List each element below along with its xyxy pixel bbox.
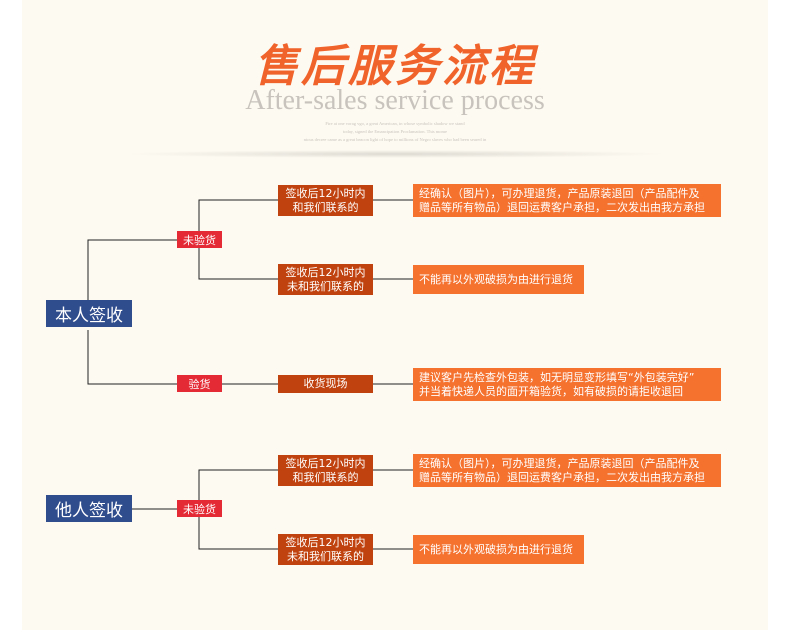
condition-line: 和我们联系的	[292, 200, 359, 214]
condition-within-12h: 签收后12小时内 和我们联系的	[278, 455, 373, 486]
result-line: 经确认（图片），可办理退货，产品原装退回（产品配件及	[419, 186, 700, 200]
result-line: 赠品等所有物品）退回运费客户承担，二次发出由我方承担	[419, 200, 705, 214]
result-line: 赠品等所有物品）退回运费客户承担，二次发出由我方承担	[419, 470, 705, 484]
result-inspect-package: 建议客户先检查外包装，如无明显变形填写“外包装完好” 并当着快递人员的面开箱验货…	[413, 368, 721, 401]
tag-not-inspected: 未验货	[177, 231, 222, 248]
result-no-return: 不能再以外观破损为由进行退货	[413, 535, 584, 564]
connector-line	[87, 239, 177, 313]
fineprint-line: ntous decree came as a great beacon ligh…	[303, 137, 487, 142]
condition-not-within-12h: 签收后12小时内 未和我们联系的	[278, 534, 373, 565]
result-line: 不能再以外观破损为由进行退货	[419, 272, 573, 286]
condition-line: 签收后12小时内	[285, 456, 366, 470]
result-line: 不能再以外观破损为由进行退货	[419, 542, 573, 556]
result-line: 建议客户先检查外包装，如无明显变形填写“外包装完好”	[419, 370, 695, 384]
condition-line: 签收后12小时内	[285, 535, 366, 549]
result-line: 经确认（图片），可办理退货，产品原装退回（产品配件及	[419, 456, 700, 470]
connector-line	[198, 199, 278, 240]
condition-not-within-12h: 签收后12小时内 未和我们联系的	[278, 264, 373, 295]
condition-line: 签收后12小时内	[285, 186, 366, 200]
result-return-accepted: 经确认（图片），可办理退货，产品原装退回（产品配件及 赠品等所有物品）退回运费客…	[413, 184, 721, 217]
condition-line: 签收后12小时内	[285, 265, 366, 279]
page-subtitle: After-sales service process	[245, 85, 545, 116]
decorative-fineprint: Fire at one vorag vgo, a great American,…	[22, 120, 768, 144]
tag-not-inspected: 未验货	[177, 500, 222, 517]
header-divider	[122, 150, 668, 158]
connector-line	[198, 240, 278, 280]
fineprint-line: Fire at one vorag vgo, a great American,…	[325, 121, 465, 126]
connector-line	[87, 330, 177, 385]
result-return-accepted: 经确认（图片），可办理退货，产品原装退回（产品配件及 赠品等所有物品）退回运费客…	[413, 454, 721, 487]
result-no-return: 不能再以外观破损为由进行退货	[413, 265, 584, 294]
condition-within-12h: 签收后12小时内 和我们联系的	[278, 185, 373, 216]
node-other-sign: 他人签收	[46, 495, 132, 522]
connector-line	[198, 469, 278, 509]
condition-line: 和我们联系的	[292, 470, 359, 484]
page-title: 售后服务流程	[254, 41, 536, 92]
fineprint-line: today, signed the Emancipation Proclamat…	[342, 129, 448, 134]
tag-inspected: 验货	[177, 375, 222, 392]
result-line: 并当着快递人员的面开箱验货，如有破损的请拒收退回	[419, 384, 683, 398]
after-sales-process-page: 售后服务流程 After-sales service process Fire …	[22, 0, 768, 630]
connector-lines	[87, 199, 413, 550]
connector-line	[198, 509, 278, 550]
condition-on-site: 收货现场	[278, 375, 373, 393]
condition-line: 未和我们联系的	[287, 279, 364, 293]
node-self-sign: 本人签收	[46, 300, 132, 327]
condition-line: 未和我们联系的	[287, 549, 364, 563]
